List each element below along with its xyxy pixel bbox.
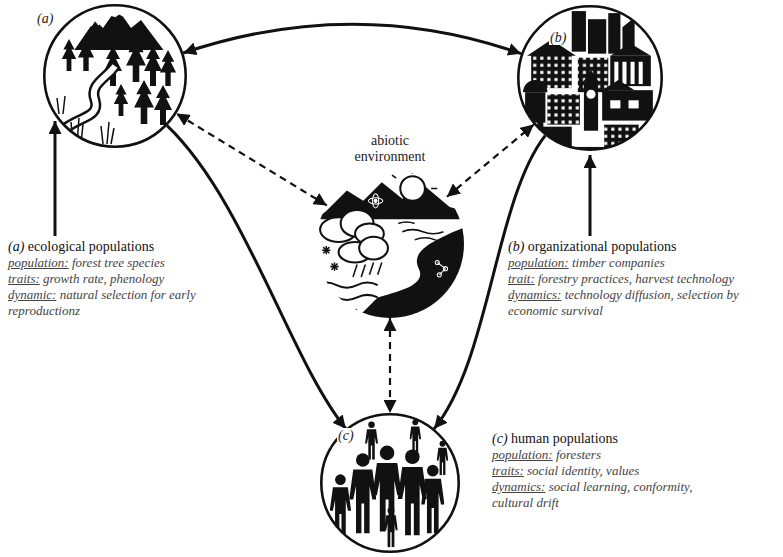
population-heading: (c) human populations [492, 430, 732, 447]
population-attribute: traits: social identity, values [492, 463, 732, 479]
population-attribute: dynamics: social learning, conformity, c… [492, 479, 732, 511]
population-attribute: trait: forestry practices, harvest techn… [508, 271, 778, 287]
population-circle: (a)(a) ecological populationspopulation:… [43, 4, 187, 148]
dashed-arrow [389, 318, 391, 413]
description-block: (a) ecological populationspopulation: fo… [8, 238, 244, 319]
population-attribute: traits: growth rate, phenology [8, 271, 244, 287]
population-attribute: population: foresters [492, 447, 732, 463]
population-attribute: dynamics: technology diffusion, selectio… [508, 287, 778, 319]
dashed-arrow [176, 114, 326, 206]
description-block: (c) human populationspopulation: foreste… [492, 430, 732, 511]
population-circle: (b)(b) organizational populationspopulat… [517, 5, 663, 151]
population-attribute: population: timber companies [508, 255, 778, 271]
population-circle: (c)(c) human populationspopulation: fore… [320, 413, 460, 553]
circle-outline [43, 4, 187, 148]
solid-arrow [167, 126, 346, 429]
description-arrow [54, 121, 57, 236]
environment-label: abiotic environment [340, 133, 440, 165]
circle-letter: (a) [36, 11, 54, 26]
population-heading: (a) ecological populations [8, 238, 244, 255]
population-heading: (b) organizational populations [508, 238, 778, 255]
circle-letter: (b) [549, 30, 567, 45]
population-attribute: dynamic: natural selection for early rep… [8, 287, 244, 319]
population-attribute: population: forest tree species [8, 255, 244, 271]
solid-arrow [183, 24, 521, 54]
description-block: (b) organizational populationspopulation… [508, 238, 778, 319]
abiotic-illustration [316, 170, 464, 318]
environment-figure: abiotic environment [316, 170, 464, 318]
circle-letter: (c) [337, 428, 355, 443]
circle-outline [517, 5, 663, 151]
description-arrow [589, 155, 592, 236]
dashed-arrow [447, 125, 534, 197]
